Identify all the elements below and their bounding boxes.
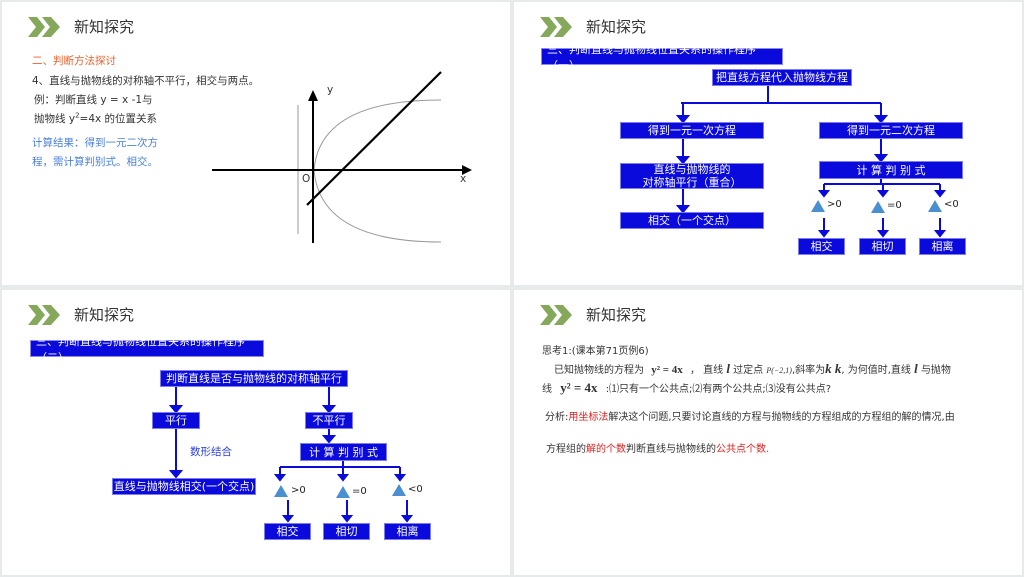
highlight-text: 用坐标法 [568,412,609,423]
text: 线 [542,384,552,395]
analysis-line-2: 方程组的解的个数判断直线与抛物线的公共点个数. [546,440,769,455]
condition-label: <0 [944,199,959,210]
section-heading: 二、判断方法探讨 [32,55,116,67]
slope-symbol: k k [825,361,842,376]
question-label: 思考1:(课本第71页例6) [542,346,649,357]
flow-connectors [168,386,414,523]
line-symbol: l [914,361,918,376]
origin-label: O [302,173,311,185]
flow-box-discriminant: 计 算 判 别 式 [300,443,387,461]
result-box: 相离 [919,238,966,255]
flow-box-linear: 得到一元一次方程 [620,122,764,139]
section-title-bar: 三、判断直线与抛物线位置关系的操作程序（二） [30,335,264,364]
text: 抛物线 y [34,113,76,125]
flow-box-parallel: 平行 [152,412,200,429]
slide-4[interactable]: 新知探究 思考1:(课本第71页例6) 已知抛物线的方程为 y² = 4x ， … [514,290,1022,575]
slide-header: 新知探究 [540,304,646,325]
note-text: 数形结合 [190,446,232,458]
delta-icon [274,485,288,497]
question-line-2: 线 y² = 4x :⑴只有一个公共点;⑵有两个公共点;⑶没有公共点? [542,380,831,396]
section-title-bar: 三、判断直线与抛物线位置关系的操作程序（一） [541,43,783,72]
question-line-1: 已知抛物线的方程为 y² = 4x ， 直线 l 过定点 P(−2,1),斜率为… [554,361,951,377]
delta-icon [811,200,825,212]
text: 与抛物 [920,365,951,376]
flow-box-not-parallel: 不平行 [305,412,353,429]
result-box: 相交 [264,523,311,540]
text: 方程组的 [546,444,586,455]
condition-label: =0 [352,486,367,497]
text: 解决这个问题,只要讨论直线的方程与抛物线的方程组成的方程组的解的情况,由 [608,412,955,423]
text: 分析: [545,412,569,423]
analysis-line-1: 分析:用坐标法解决这个问题,只要讨论直线的方程与抛物线的方程组成的方程组的解的情… [545,408,955,423]
condition-label: =0 [887,200,902,211]
delta-icon [928,200,942,212]
header-title: 新知探究 [74,18,135,36]
chevron-icon [540,16,572,37]
condition-label: >0 [291,485,306,496]
chevron-icon [540,304,572,325]
flow-box-root: 把直线方程代入抛物线方程 [712,69,852,86]
text: ,斜率为 [791,365,826,376]
text: 对称轴平行（重合） [642,176,742,189]
text: 过定点 [733,365,764,376]
header-title: 新知探究 [586,306,647,324]
text-line: 4、直线与抛物线的对称轴不平行，相交与两点。 [32,75,260,87]
slide-2[interactable]: 新知探究 三、判断直线与抛物线位置关系的操作程序（一） 把直线方程代入抛物线方程… [514,2,1022,285]
flow-connectors [675,85,947,238]
slide-header: 新知探究 [540,16,646,37]
text: 判断直线与抛物线的 [626,444,716,455]
slide-header: 新知探究 [28,16,134,37]
condition-label: >0 [827,199,842,210]
text-line: 例：判断直线 y = x -1与 [34,94,153,106]
slide-1[interactable]: 新知探究 二、判断方法探讨 4、直线与抛物线的对称轴不平行，相交与两点。 例：判… [2,2,510,285]
text: ， 直线 [689,365,724,376]
text: 直线与抛物线的 [653,163,731,176]
text: :⑴只有一个公共点;⑵有两个公共点;⑶没有公共点? [605,384,832,395]
flow-box-one-point: 直线与抛物线相交(一个交点) [112,478,256,495]
delta-icon [392,484,406,496]
flow-box-discriminant: 计 算 判 别 式 [819,161,963,179]
graph [212,71,472,243]
flow-box-parallel: 直线与抛物线的对称轴平行（重合） [620,163,764,189]
delta-icon [871,201,885,213]
text: =4x 的位置关系 [79,113,158,125]
condition-label: <0 [408,484,423,495]
flow-box-one-point: 相交（一个交点） [620,212,764,229]
header-title: 新知探究 [74,306,135,324]
result-box: 相切 [859,238,906,255]
chevron-icon [28,16,60,37]
x-axis-label: x [460,173,467,185]
flow-box-quadratic: 得到一元二次方程 [819,122,963,139]
equation: y² = 4x [651,364,683,376]
text-line: 抛物线 y2=4x 的位置关系 [34,111,157,126]
equation: y² = 4x [560,380,598,395]
delta-icon [336,486,350,498]
result-box: 相切 [323,523,370,540]
text: 已知抛物线的方程为 [554,365,644,376]
result-box: 相离 [384,523,431,540]
point: P(−2,1) [766,366,792,375]
result-text: 计算结果：得到一元二次方 [32,137,158,149]
slide-3[interactable]: 新知探究 三、判断直线与抛物线位置关系的操作程序（二） 判断直线是否与抛物线的对… [2,290,510,575]
text: , 为何值时,直线 [841,365,911,376]
y-axis-label: y [327,84,334,96]
flow-box-root: 判断直线是否与抛物线的对称轴平行 [160,370,348,387]
highlight-text: 解的个数 [586,444,626,455]
chevron-icon [28,304,60,325]
result-text: 程，需计算判别式。相交。 [32,156,158,168]
result-box: 相交 [798,238,845,255]
superscript: 2 [75,111,80,120]
highlight-text: 公共点个数. [716,444,770,455]
header-title: 新知探究 [586,18,647,36]
line-symbol: l [726,361,730,376]
slide-header: 新知探究 [28,304,134,325]
